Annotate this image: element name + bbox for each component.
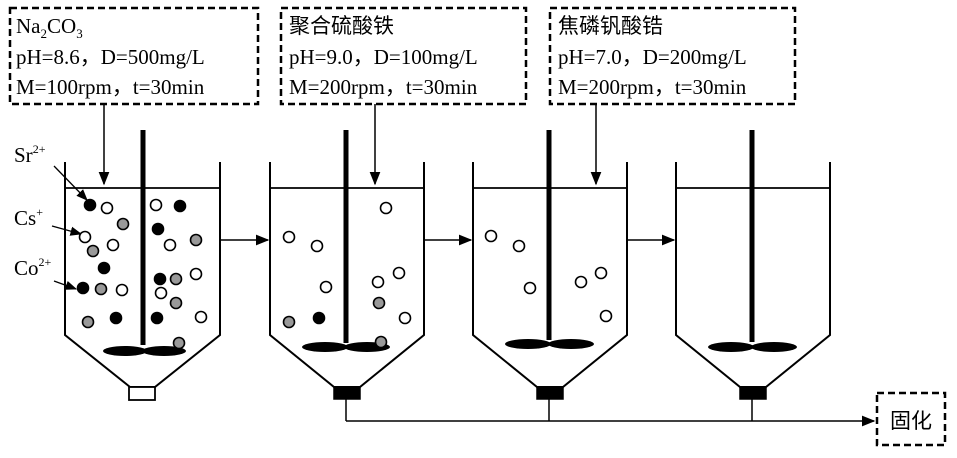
tank-4-outlet-valve [739, 386, 767, 400]
particle-black [153, 272, 167, 286]
tank-3-impeller-right [548, 339, 594, 349]
particle-white [398, 311, 412, 325]
tank-2-outlet-valve [333, 386, 361, 400]
reagent-2-conditions: pH=9.0，D=100mg/L [289, 45, 478, 69]
reagent-box-1: Na2CO3 pH=8.6，D=500mg/L M=100rpm，t=30min [8, 6, 260, 106]
particle-gray [189, 233, 203, 247]
particle-white [310, 239, 324, 253]
particle-black [76, 281, 90, 295]
particle-white [149, 198, 163, 212]
particle-white [574, 275, 588, 289]
particle-gray [86, 244, 100, 258]
particle-black [151, 222, 165, 236]
particle-white [392, 266, 406, 280]
particle-white [100, 201, 114, 215]
reagent-box-2: 聚合硫酸铁 pH=9.0，D=100mg/L M=200rpm，t=30min [279, 6, 528, 106]
particle-gray [372, 296, 386, 310]
reagent-1-conditions: pH=8.6，D=500mg/L [16, 45, 205, 69]
reagent-1-name: Na2CO3 [16, 14, 83, 41]
particle-white [106, 238, 120, 252]
ion-pointer-cs [51, 225, 83, 236]
particle-white [78, 230, 92, 244]
particle-gray [94, 282, 108, 296]
particle-white [523, 281, 537, 295]
tank-3 [472, 130, 628, 400]
particle-black [312, 311, 326, 325]
ion-label-sr: Sr2+ [14, 142, 46, 167]
reagent-3-conditions: pH=7.0，D=200mg/L [558, 45, 747, 69]
particle-gray [172, 336, 186, 350]
particle-white [194, 310, 208, 324]
tank-4-impeller-left [708, 342, 754, 352]
particle-white [319, 280, 333, 294]
particle-black [83, 198, 97, 212]
solidification-box: 固化 [875, 391, 947, 447]
sludge-discharge-line [345, 399, 876, 427]
ion-pointer-co [53, 280, 78, 290]
particle-white [282, 230, 296, 244]
particle-black [173, 199, 187, 213]
reagent-3-name: 焦磷钒酸锆 [558, 14, 663, 38]
particle-black [109, 311, 123, 325]
particle-white [512, 239, 526, 253]
ion-pointer-sr [53, 165, 88, 201]
tank-3-impeller-left [505, 339, 551, 349]
particle-white [115, 283, 129, 297]
tank-2 [269, 130, 425, 400]
tank-1-outlet-valve [128, 386, 156, 401]
particle-gray [169, 272, 183, 286]
tank-1 [64, 130, 221, 401]
tank-3-outlet-valve [536, 386, 564, 400]
particle-black [97, 261, 111, 275]
particle-white [154, 286, 168, 300]
particle-white [594, 266, 608, 280]
solidification-label: 固化 [890, 409, 932, 433]
particle-white [599, 309, 613, 323]
particle-black [150, 311, 164, 325]
ion-labels: Sr2+ Cs+ Co2+ [14, 142, 52, 280]
reagent-1-mixing: M=100rpm，t=30min [16, 75, 205, 99]
tank-4-impeller-right [751, 342, 797, 352]
particle-gray [374, 335, 388, 349]
reagent-box-3: 焦磷钒酸锆 pH=7.0，D=200mg/L M=200rpm，t=30min [548, 6, 797, 106]
reagent-2-name: 聚合硫酸铁 [289, 14, 394, 38]
particle-gray [116, 217, 130, 231]
particle-gray [81, 315, 95, 329]
ion-label-co: Co2+ [14, 255, 52, 280]
particle-white [189, 267, 203, 281]
particles [76, 198, 613, 350]
tank-1-impeller-right [142, 346, 186, 356]
particle-gray [169, 296, 183, 310]
particle-white [163, 238, 177, 252]
particle-white [484, 229, 498, 243]
particle-white [379, 201, 393, 215]
tank-4 [675, 130, 831, 400]
reagent-3-mixing: M=200rpm，t=30min [558, 75, 747, 99]
tank-1-impeller-left [103, 346, 147, 356]
reagent-2-mixing: M=200rpm，t=30min [289, 75, 478, 99]
ion-label-cs: Cs+ [14, 205, 43, 230]
particle-white [371, 275, 385, 289]
particle-gray [282, 315, 296, 329]
tank-2-impeller-left [302, 342, 348, 352]
